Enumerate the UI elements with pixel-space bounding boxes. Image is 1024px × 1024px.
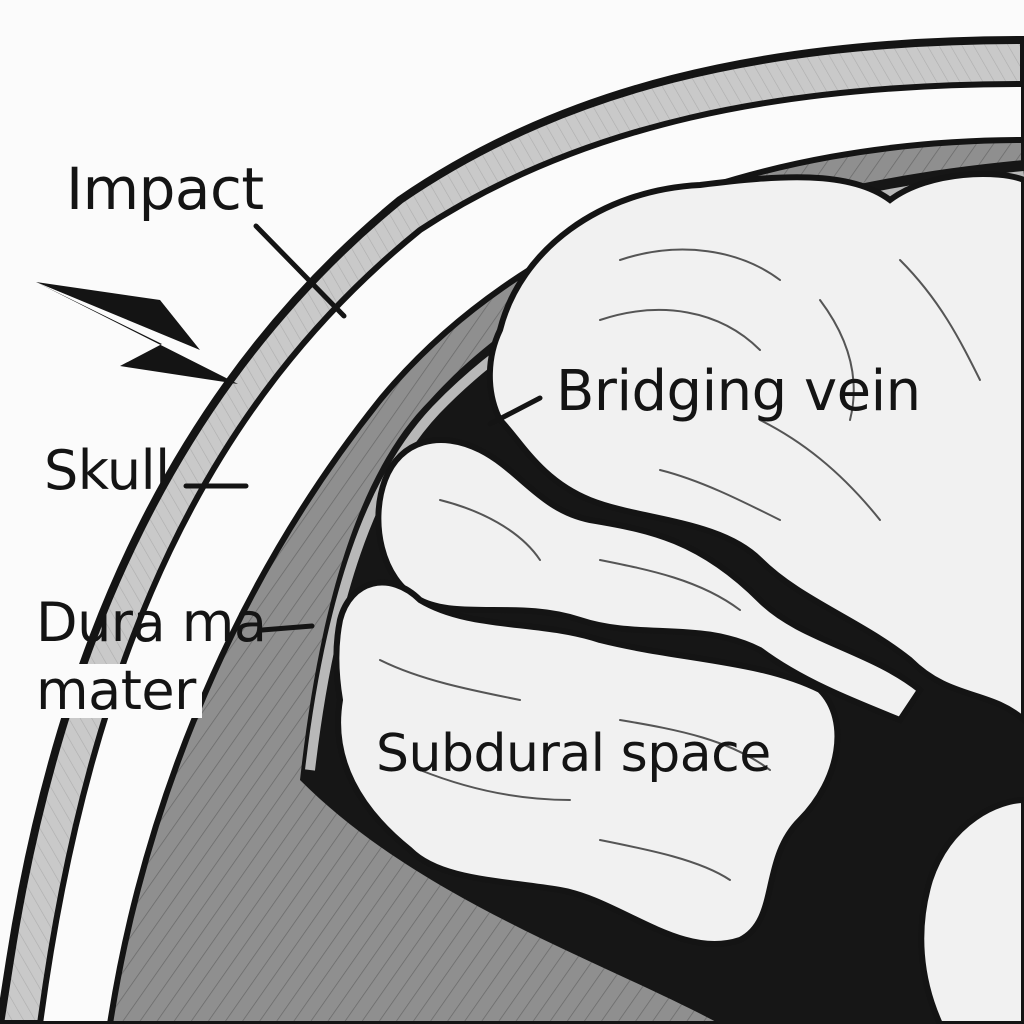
dura-mater-label-line1: Dura ma <box>36 591 267 654</box>
brain-gyrus-lower <box>333 579 841 948</box>
brain-texture <box>379 248 981 881</box>
bridging-vein-label: Bridging vein <box>556 359 921 424</box>
brain-gyrus-upper <box>486 171 1024 724</box>
impact-leader <box>253 223 347 319</box>
brain-lobe-lower-right <box>918 796 1024 1024</box>
impact-arrow <box>36 282 238 384</box>
subdural-space-label: Subdural space <box>376 724 771 784</box>
dura-mater-label-line2: mater <box>36 664 202 718</box>
leader-lines <box>183 223 543 633</box>
brain-gyrus-middle <box>375 437 925 724</box>
impact-label: Impact <box>66 155 264 223</box>
skull-label: Skull <box>44 439 170 502</box>
dura-leader <box>259 623 315 633</box>
impact-arrow-head <box>36 282 200 350</box>
bridging-vein-leader <box>487 395 543 427</box>
